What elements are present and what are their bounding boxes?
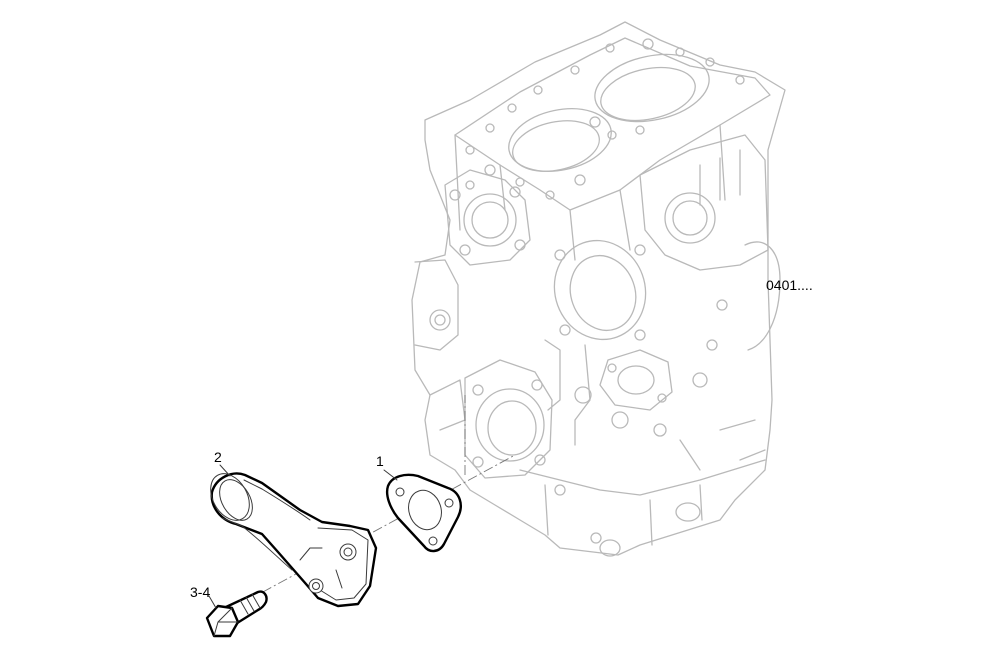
gasket-part (385, 473, 462, 553)
water-inlet-elbow-part (210, 472, 378, 608)
reference-label: 0401.... (766, 277, 813, 293)
callout-label-part-1: 1 (376, 453, 384, 469)
bolt-part (205, 590, 268, 638)
callout-label-part-2: 2 (214, 449, 222, 465)
callout-label-part-3-4: 3-4 (190, 584, 211, 600)
engine-block (411, 21, 786, 557)
callout-leaders (208, 464, 398, 609)
